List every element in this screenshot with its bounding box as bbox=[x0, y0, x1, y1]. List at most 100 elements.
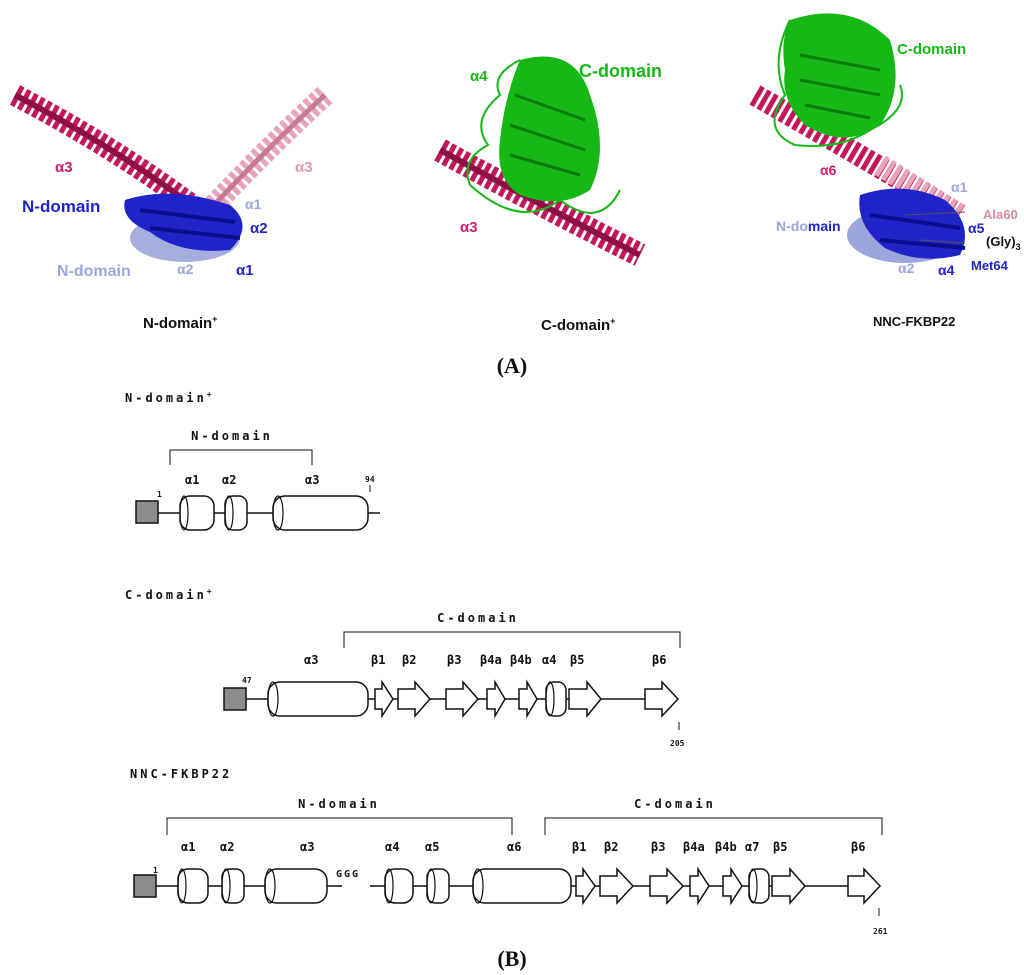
elem-label-b4b: β4b bbox=[715, 840, 737, 854]
strand-b2 bbox=[397, 680, 432, 718]
bracket-n-domain bbox=[166, 817, 513, 835]
caption-c-domain-plus: C-domain+ bbox=[541, 316, 615, 334]
start-residue: 1 bbox=[153, 866, 158, 875]
elem-label-a4: α4 bbox=[542, 653, 556, 667]
helix-a2 bbox=[221, 868, 245, 904]
label-a3-right: α3 bbox=[295, 159, 313, 176]
bracket-label-c: C-domain bbox=[634, 797, 716, 811]
label-a6: α6 bbox=[820, 162, 837, 178]
start-residue: 47 bbox=[242, 676, 252, 685]
elem-label-a2: α2 bbox=[220, 840, 234, 854]
helix-a1 bbox=[177, 868, 209, 904]
strand-b6 bbox=[847, 867, 882, 905]
elem-label-b4a: β4a bbox=[480, 653, 502, 667]
strand-b2 bbox=[599, 867, 635, 905]
construct-nnc-fkbp22: NNC-FKBP22 N-domain C-domain 1 261 GGG bbox=[130, 767, 888, 936]
elem-label-a5: α5 bbox=[425, 840, 439, 854]
label-a1: α1 bbox=[951, 179, 968, 195]
structure-nnc-fkbp22: α7 C-domain α6 α1 N-domain Ala60 α5 (Gly… bbox=[749, 13, 1021, 329]
label-a2-light: α2 bbox=[177, 261, 194, 277]
label-a1-light: α1 bbox=[245, 196, 262, 212]
helix-a3 bbox=[267, 681, 369, 717]
elem-label-b1: β1 bbox=[371, 653, 385, 667]
bracket-label: C-domain bbox=[437, 611, 519, 625]
pointer-gly bbox=[919, 239, 966, 244]
end-residue: 261 bbox=[873, 927, 888, 936]
label-a1-blue: α1 bbox=[236, 262, 254, 279]
strand-b4b bbox=[722, 866, 743, 906]
label-c-domain: C-domain bbox=[579, 61, 662, 81]
elem-label-a1: α1 bbox=[185, 473, 199, 487]
elem-label-b3: β3 bbox=[447, 653, 461, 667]
helix-a3-core bbox=[438, 147, 642, 258]
n-domain-blue-strands bbox=[139, 208, 241, 240]
helix-a4 bbox=[545, 681, 567, 717]
linker-ggg: GGG bbox=[336, 869, 360, 880]
label-c-domain: C-domain bbox=[897, 41, 966, 58]
label-n-domain-light: N-domain bbox=[57, 263, 131, 280]
elem-label-a3: α3 bbox=[304, 653, 318, 667]
structure-n-domain-plus: α3 α3 N-domain α1 α2 N-domain α2 α1 N-do… bbox=[9, 85, 333, 332]
elem-label-a1: α1 bbox=[181, 840, 195, 854]
label-a7: α7 bbox=[787, 24, 804, 40]
strand-b1 bbox=[374, 679, 394, 719]
label-n-domain: N-domain bbox=[776, 218, 841, 234]
elem-label-a6: α6 bbox=[507, 840, 521, 854]
strand-b4a bbox=[689, 866, 710, 906]
label-met64: Met64 bbox=[971, 258, 1009, 273]
bracket-label-n: N-domain bbox=[298, 797, 380, 811]
helix-a3-right-core bbox=[198, 93, 327, 222]
n-domain-blue-strands bbox=[869, 213, 966, 250]
c-domain-strands bbox=[799, 53, 881, 120]
panel-b-label: (B) bbox=[497, 946, 526, 971]
helix-a3 bbox=[264, 868, 328, 904]
label-a4: α4 bbox=[470, 68, 488, 85]
elem-label-b5: β5 bbox=[773, 840, 787, 854]
panel-a-label: (A) bbox=[497, 353, 528, 378]
strand-b5 bbox=[568, 679, 602, 719]
elem-label-b2: β2 bbox=[604, 840, 618, 854]
label-a4: α4 bbox=[938, 262, 955, 278]
label-a2-blue: α2 bbox=[250, 220, 268, 237]
helix-a1 bbox=[179, 495, 215, 531]
elem-label-b4a: β4a bbox=[683, 840, 705, 854]
label-n-domain-blue: N-domain bbox=[22, 197, 100, 216]
end-residue: 205 bbox=[670, 739, 685, 748]
tag-box bbox=[223, 687, 247, 711]
bracket-c-domain bbox=[544, 817, 883, 835]
elem-label-a2: α2 bbox=[222, 473, 236, 487]
elem-label-b4b: β4b bbox=[510, 653, 532, 667]
strand-b3 bbox=[445, 680, 480, 718]
strand-b6 bbox=[644, 680, 680, 718]
label-a3-left: α3 bbox=[55, 159, 73, 176]
label-gly3: (Gly)3 bbox=[986, 234, 1021, 252]
bracket-n-domain bbox=[169, 449, 313, 465]
helix-a7 bbox=[748, 868, 770, 904]
bracket-label: N-domain bbox=[191, 429, 273, 443]
structure-c-domain-plus: α4 C-domain α3 C-domain+ bbox=[434, 56, 662, 334]
c-domain-sheet bbox=[499, 56, 600, 202]
helix-a6 bbox=[472, 868, 572, 904]
helix-a5 bbox=[426, 868, 450, 904]
end-residue: 94 bbox=[365, 475, 375, 484]
elem-label-a4: α4 bbox=[385, 840, 399, 854]
construct-c-domain-plus: C-domain+ C-domain 47 205 α3 β1 β2 β3 β4… bbox=[125, 587, 685, 748]
strand-b5 bbox=[771, 867, 807, 905]
helix-a4 bbox=[384, 868, 414, 904]
elem-label-b5: β5 bbox=[570, 653, 584, 667]
elem-label-a7: α7 bbox=[745, 840, 759, 854]
elem-label-b3: β3 bbox=[651, 840, 665, 854]
c-domain-loops bbox=[466, 59, 621, 214]
label-a5: α5 bbox=[968, 220, 985, 236]
tag-box bbox=[135, 500, 159, 524]
label-a2: α2 bbox=[898, 260, 915, 276]
caption-nnc-fkbp22: NNC-FKBP22 bbox=[873, 314, 955, 329]
elem-label-a3: α3 bbox=[300, 840, 314, 854]
elem-label-a3: α3 bbox=[305, 473, 319, 487]
strand-b4b bbox=[518, 679, 538, 719]
tag-box bbox=[133, 874, 157, 898]
caption-n-domain-plus: N-domain+ bbox=[143, 314, 217, 332]
label-ala60: Ala60 bbox=[983, 207, 1018, 222]
